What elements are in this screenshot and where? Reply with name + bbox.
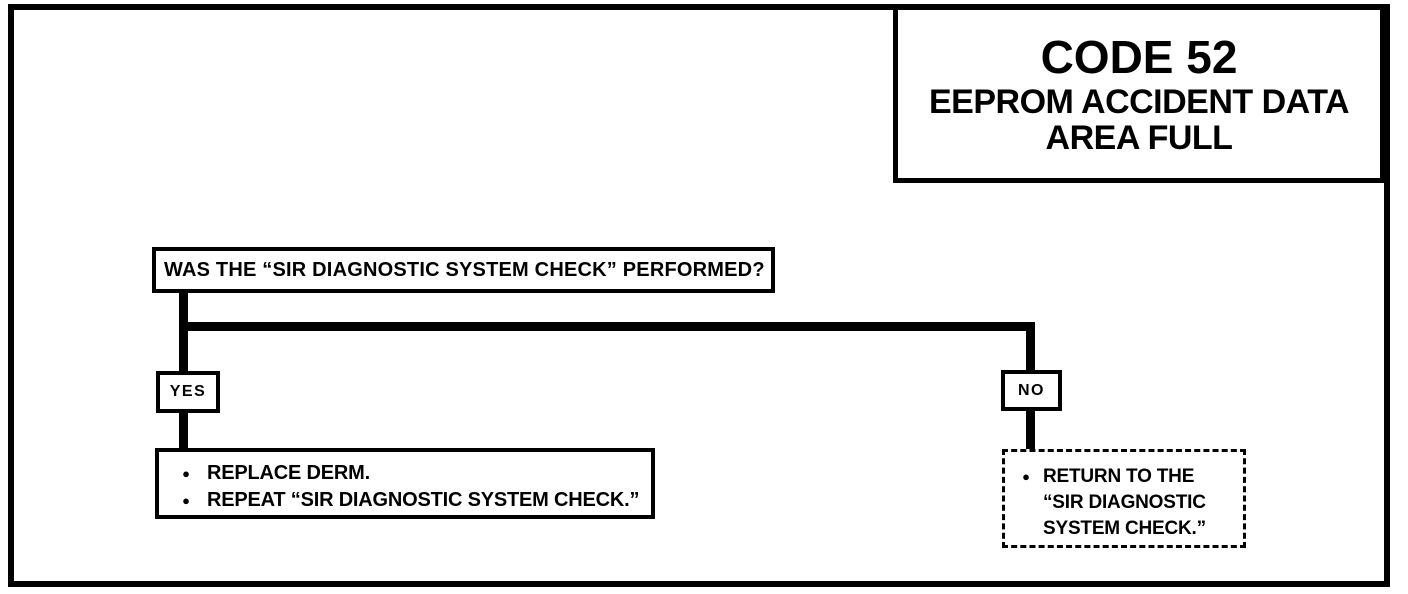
connector-yes-action-drop xyxy=(179,412,188,449)
question-text: WAS THE “SIR DIAGNOSTIC SYSTEM CHECK” PE… xyxy=(164,258,765,281)
connector-no-action-drop xyxy=(1026,410,1035,450)
no-action-line-3: SYSTEM CHECK.” xyxy=(1043,518,1206,539)
connector-no-drop xyxy=(1026,331,1035,371)
outer-frame xyxy=(8,4,1390,587)
yes-action-item: ● REPLACE DERM. xyxy=(179,460,651,487)
code-title-box: CODE 52 EEPROM ACCIDENT DATA AREA FULL xyxy=(893,5,1385,183)
bullet-icon: ● xyxy=(182,466,190,481)
connector-question-drop xyxy=(179,291,188,331)
no-action-text: RETURN TO THE “SIR DIAGNOSTIC SYSTEM CHE… xyxy=(1043,464,1206,542)
yes-action-box: ● REPLACE DERM. ● REPEAT “SIR DIAGNOSTIC… xyxy=(155,448,655,519)
yes-action-text-2: REPEAT “SIR DIAGNOSTIC SYSTEM CHECK.” xyxy=(207,489,640,511)
bullet-icon: ● xyxy=(182,493,190,508)
code-number: CODE 52 xyxy=(1040,30,1238,83)
bullet-icon: ● xyxy=(1022,469,1030,484)
no-action-line-1: RETURN TO THE xyxy=(1043,466,1195,487)
code-subtitle-line1: EEPROM ACCIDENT DATA xyxy=(928,82,1350,121)
question-box: WAS THE “SIR DIAGNOSTIC SYSTEM CHECK” PE… xyxy=(152,247,775,293)
no-label: NO xyxy=(1018,381,1045,399)
no-action-box: ● RETURN TO THE “SIR DIAGNOSTIC SYSTEM C… xyxy=(1002,449,1246,548)
yes-action-item: ● REPEAT “SIR DIAGNOSTIC SYSTEM CHECK.” xyxy=(179,487,651,514)
connector-yes-drop xyxy=(179,331,188,372)
connector-branch-horizontal xyxy=(179,322,1035,331)
no-action-line-2: “SIR DIAGNOSTIC xyxy=(1043,492,1206,513)
yes-action-text-1: REPLACE DERM. xyxy=(207,462,370,484)
yes-branch-box: YES xyxy=(156,371,220,413)
no-branch-box: NO xyxy=(1001,370,1062,411)
no-action-item: ● RETURN TO THE “SIR DIAGNOSTIC SYSTEM C… xyxy=(1019,464,1243,542)
code-subtitle-line2: AREA FULL xyxy=(1045,119,1233,158)
yes-label: YES xyxy=(169,383,207,400)
